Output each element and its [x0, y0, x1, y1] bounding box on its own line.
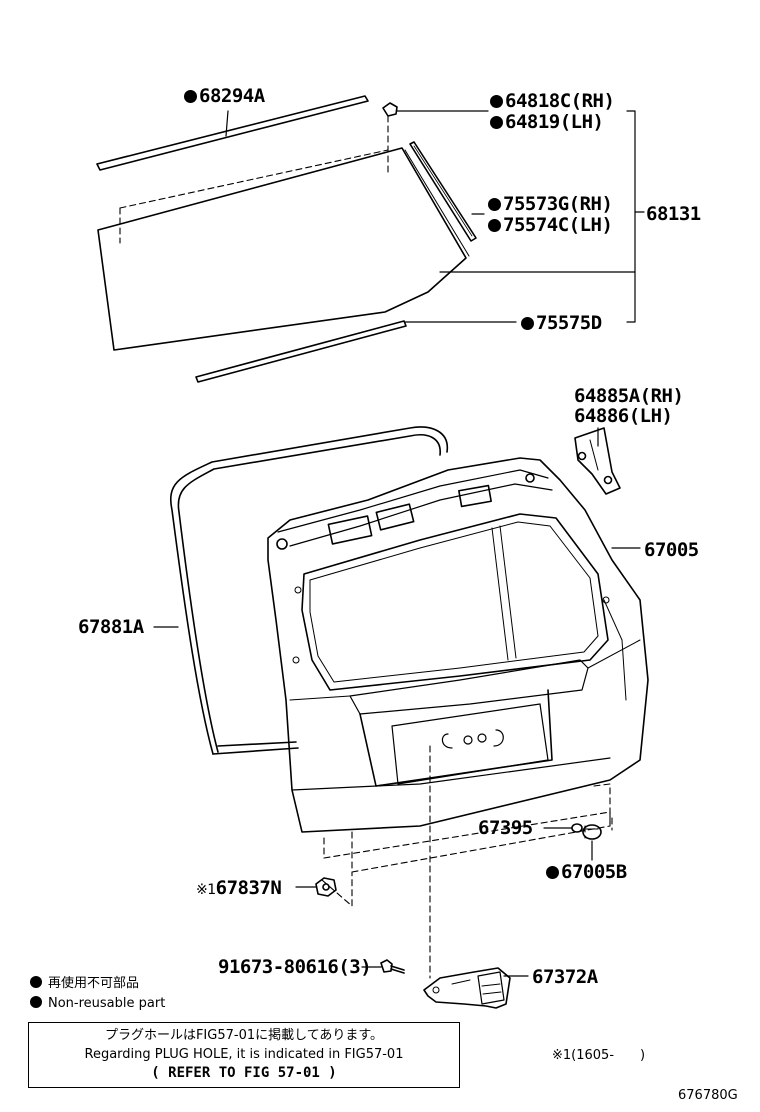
label-64885A: 64885A(RH) — [574, 385, 684, 407]
note-line-jp: プラグホールはFIG57-01に掲載してあります。 — [104, 1028, 384, 1043]
label-75574C: 75574C(LH) — [488, 215, 613, 235]
side-molding — [409, 141, 477, 242]
non-reusable-dot-icon — [490, 116, 503, 129]
non-reusable-dot-icon — [30, 996, 42, 1008]
label-67837N: ※167837N — [196, 877, 282, 899]
label-64886: 64886(LH) — [574, 405, 673, 427]
top-molding — [96, 95, 369, 171]
footnote-date-range: ※1(1605- ) — [552, 1048, 646, 1063]
footnote-mark: ※1 — [196, 882, 216, 898]
label-67881A: 67881A — [78, 616, 144, 638]
plug — [571, 823, 583, 833]
lower-molding — [195, 320, 407, 383]
bolt — [380, 959, 405, 974]
label-67005B: 67005B — [546, 862, 627, 882]
door-weatherstrip — [170, 426, 448, 755]
label-91673: 91673-80616(3) — [218, 956, 372, 978]
label-67372A: 67372A — [532, 966, 598, 988]
leader-lines — [153, 110, 645, 977]
glass-dashed-guides — [119, 115, 389, 244]
label-64818C: 64818C(RH) — [490, 91, 615, 111]
non-reusable-dot-icon — [30, 976, 42, 988]
lower-dashed-guides — [321, 745, 613, 979]
glass-clip — [382, 102, 398, 117]
back-window-glass — [97, 147, 470, 351]
label-67395: 67395 — [478, 817, 533, 839]
non-reusable-dot-icon — [521, 317, 534, 330]
non-reusable-dot-icon — [184, 90, 197, 103]
door-clip — [315, 877, 337, 897]
non-reusable-dot-icon — [546, 866, 559, 879]
door-hinge — [574, 427, 621, 495]
label-67005: 67005 — [644, 539, 699, 561]
label-75575D: 75575D — [521, 313, 602, 333]
plug-hole-note: プラグホールはFIG57-01に掲載してあります。 Regarding PLUG… — [28, 1022, 460, 1088]
legend-jp: 再使用不可部品 — [30, 975, 139, 993]
label-68294A: 68294A — [184, 86, 265, 106]
note-line-en: Regarding PLUG HOLE, it is indicated in … — [84, 1047, 404, 1062]
figure-id: 676780G — [678, 1088, 738, 1103]
non-reusable-dot-icon — [490, 95, 503, 108]
door-lock — [423, 967, 511, 1009]
cushion — [582, 824, 602, 840]
label-68131: 68131 — [646, 203, 701, 225]
back-door-panel — [267, 457, 649, 833]
note-reference-link[interactable]: ( REFER TO FIG 57-01 ) — [151, 1065, 337, 1081]
legend-en: Non-reusable part — [30, 995, 165, 1013]
non-reusable-dot-icon — [488, 219, 501, 232]
label-75573G: 75573G(RH) — [488, 194, 613, 214]
label-64819: 64819(LH) — [490, 112, 604, 132]
non-reusable-dot-icon — [488, 198, 501, 211]
